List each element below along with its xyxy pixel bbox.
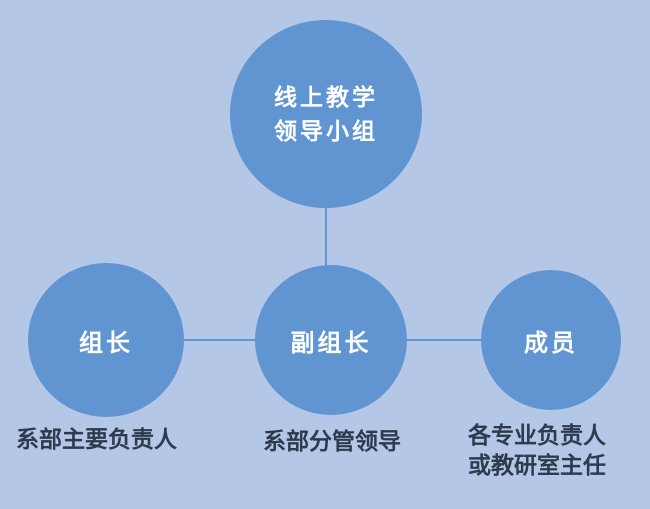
node-deputy-group-leader-label: 副组长: [290, 329, 372, 357]
node-group-leader: 组长: [28, 263, 184, 417]
caption-group-leader: 系部主要负责人: [16, 426, 177, 452]
node-leadership-group-label-line2: 领导小组: [274, 118, 378, 144]
node-group-leader-label: 组长: [79, 329, 133, 357]
caption-deputy-group-leader: 系部分管领导: [263, 428, 401, 454]
node-leadership-group-label-line1: 线上教学: [274, 84, 378, 110]
node-deputy-group-leader: 副组长: [255, 265, 407, 415]
node-member: 成员: [481, 270, 621, 410]
connector-top-to-middle: [325, 200, 327, 278]
caption-member-line1: 各专业负责人: [468, 422, 606, 448]
caption-member-line2: 或教研室主任: [468, 452, 606, 478]
node-member-label: 成员: [524, 329, 578, 357]
caption-member: 各专业负责人 或教研室主任: [468, 420, 606, 480]
node-leadership-group: 线上教学 领导小组: [230, 20, 422, 208]
